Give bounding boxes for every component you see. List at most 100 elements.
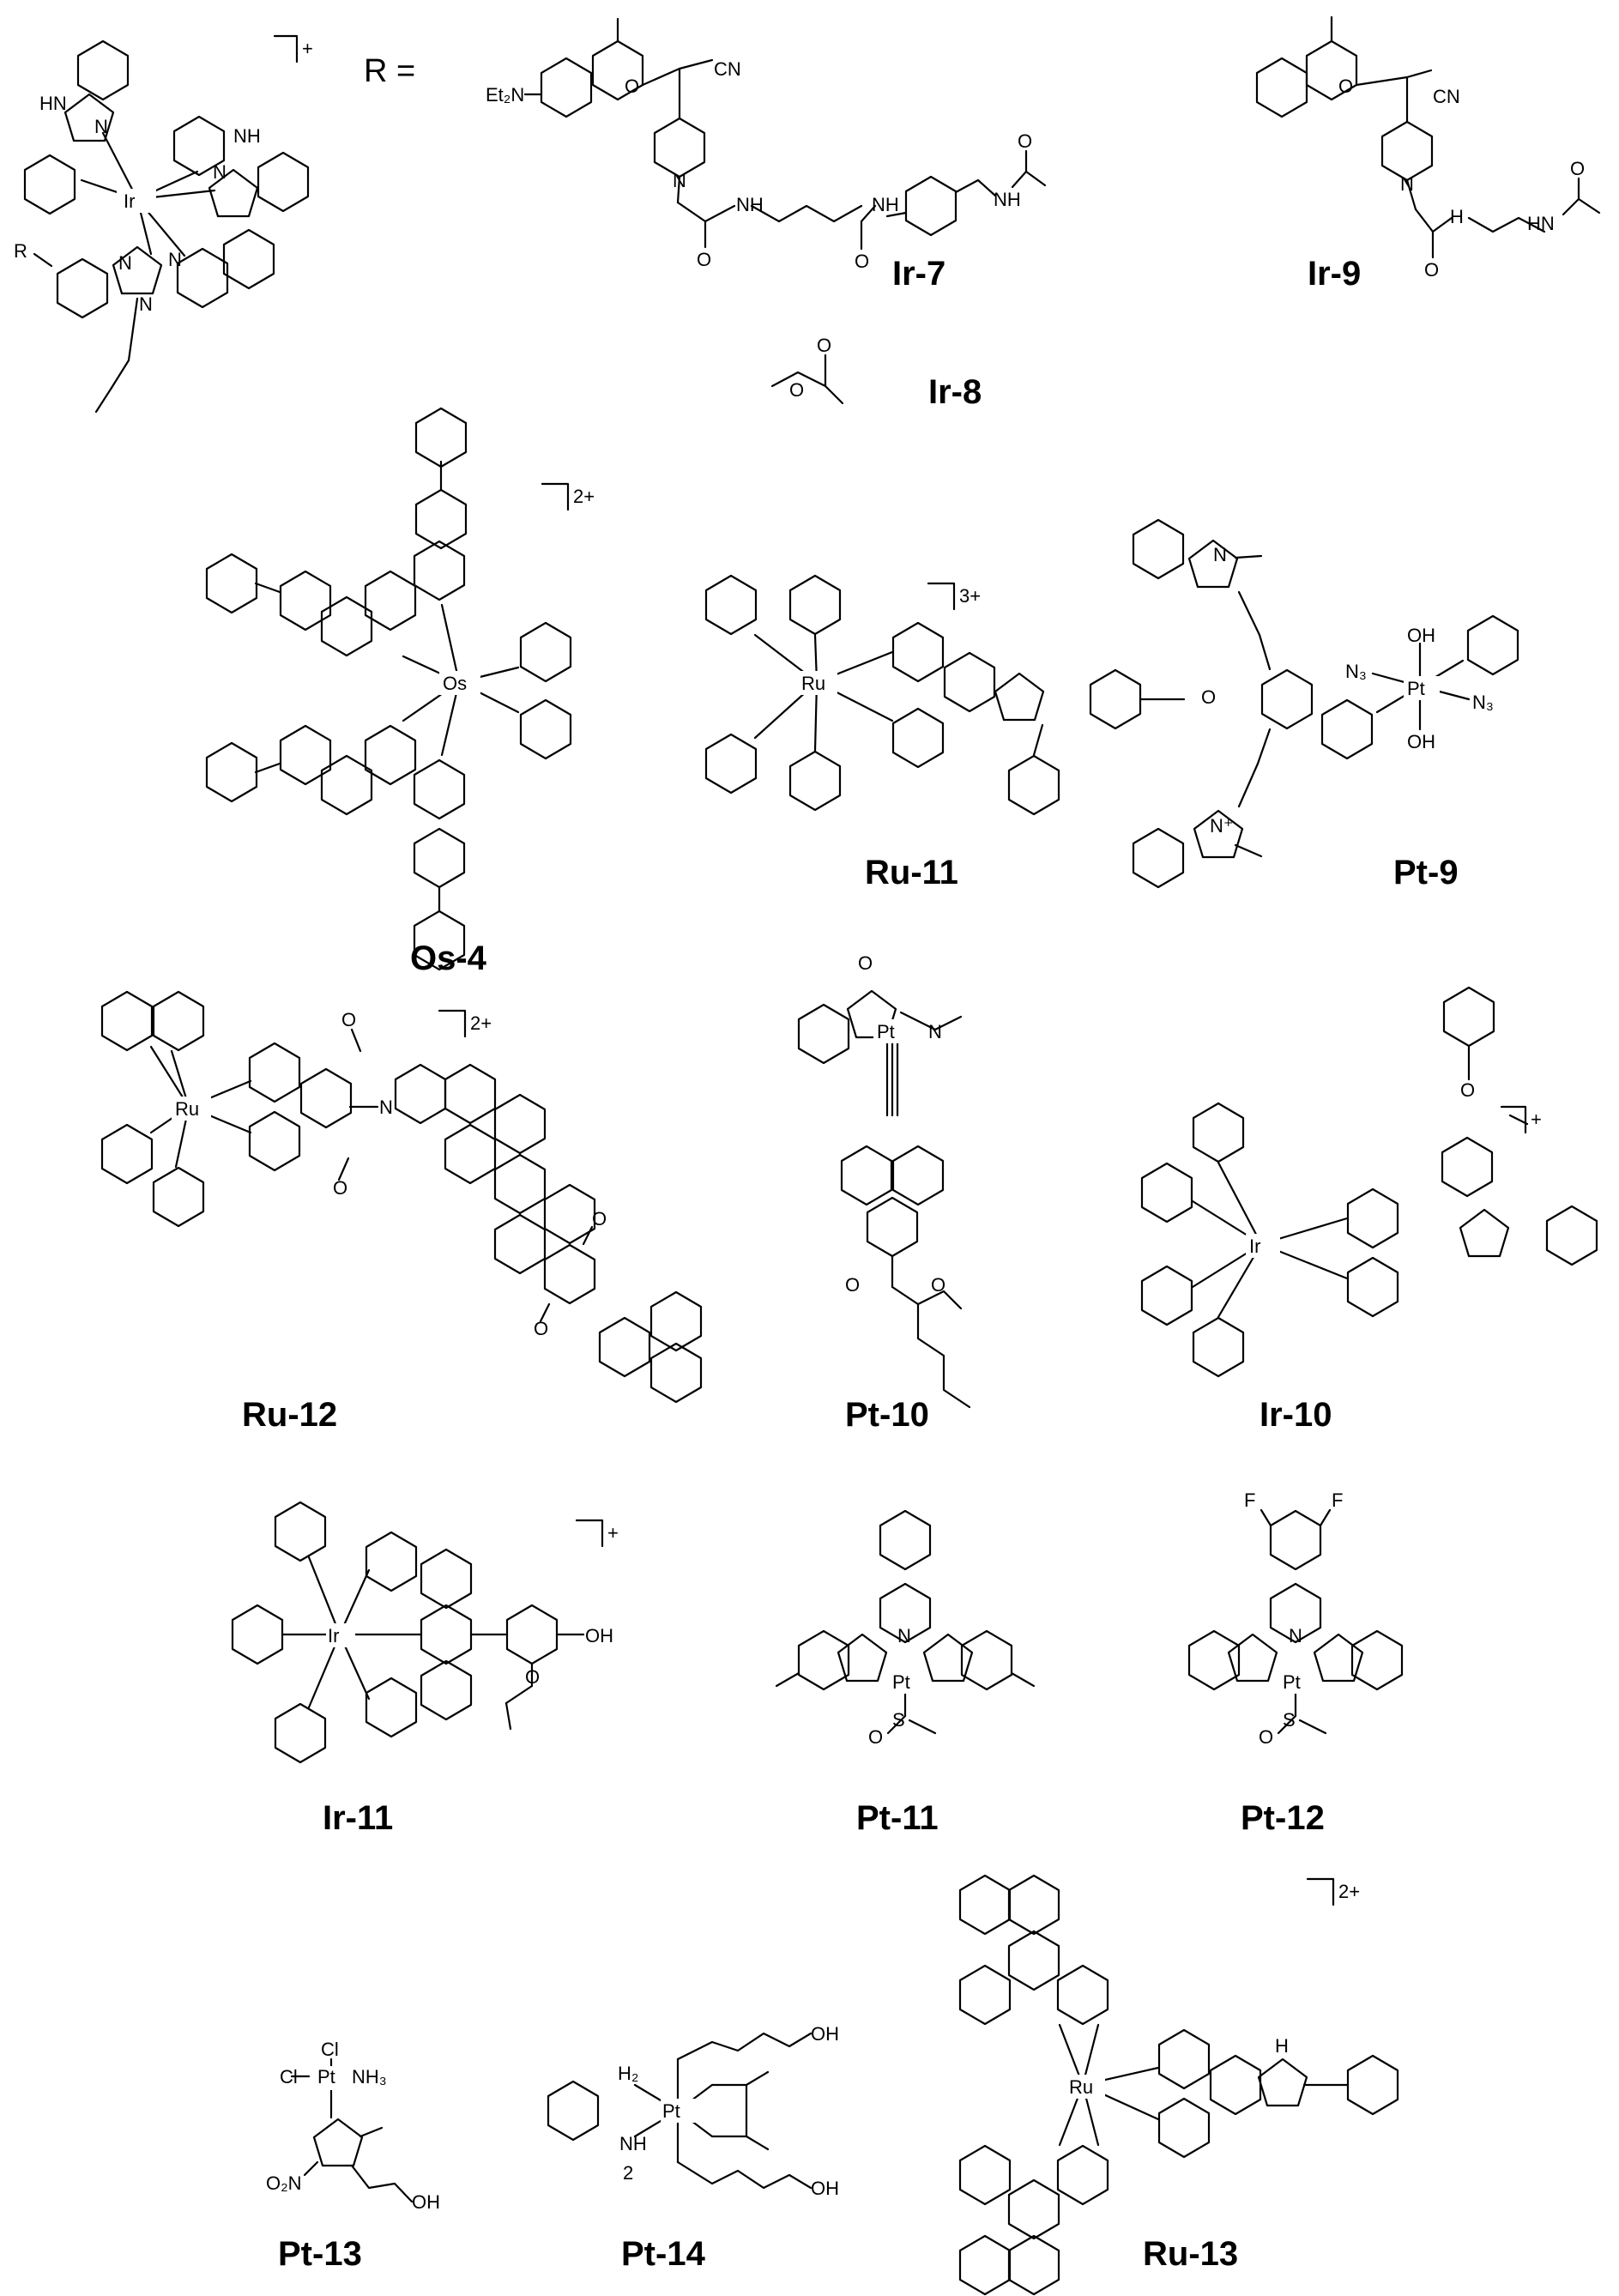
ru-11-structure: Ru O N N⁺ 3+: [704, 518, 1314, 889]
label-pt-13: Pt-13: [278, 2235, 362, 2273]
n-atom-core-2: N: [213, 161, 227, 183]
o-atom-ru11: O: [1201, 686, 1216, 708]
oh-atom-pt14-2: OH: [811, 2178, 839, 2199]
o-atom-ir9: O: [1338, 76, 1353, 97]
cl-atom-pt13-2: Cl: [280, 2066, 298, 2088]
pt-9-structure: Pt OH OH N₃ N₃: [1320, 614, 1519, 760]
n3-atom-pt9-2: N₃: [1472, 692, 1494, 713]
f-atom-pt12-1: F: [1244, 1489, 1255, 1511]
pt-12-structure: Pt N F F S O: [1187, 1489, 1404, 1748]
label-ru-11: Ru-11: [865, 854, 958, 891]
label-os-4: Os-4: [410, 940, 487, 977]
label-pt-12: Pt-12: [1241, 1799, 1325, 1837]
o-atom-ru12-3: O: [592, 1208, 607, 1230]
o-atom-pt11: O: [868, 1726, 883, 1748]
nplus-atom-ru11: N⁺: [1210, 815, 1234, 837]
ir-atom-ir10: Ir: [1249, 1236, 1260, 1257]
pt-atom-pt13: Pt: [317, 2066, 335, 2088]
et2n-label: Et₂N: [486, 84, 524, 106]
charge-ir-11: +: [607, 1522, 619, 1544]
ru-12-structure: Ru N O O O O 2+: [100, 990, 703, 1404]
pt-atom-pt10: Pt: [877, 1021, 895, 1042]
ir-core-structure: Ir HN N NH N N N N R +: [14, 34, 313, 414]
o-atom-ru12-4: O: [534, 1318, 548, 1339]
ir-atom-ir11: Ir: [328, 1625, 339, 1646]
o-atom-ru12-2: O: [333, 1177, 347, 1199]
oh-atom-ir11: OH: [585, 1625, 613, 1646]
nplus-atom-ir7: N: [673, 170, 686, 191]
ir-9-structure: O CN N O H HN O: [1255, 15, 1601, 281]
pt-atom-pt12: Pt: [1283, 1671, 1301, 1693]
n-atom-pt12: N: [1289, 1625, 1302, 1646]
nh-atom-core: NH: [233, 125, 261, 147]
o-atom-ir7: O: [625, 76, 639, 97]
label-ru-13: Ru-13: [1143, 2235, 1238, 2273]
label-pt-14: Pt-14: [621, 2235, 706, 2273]
o-atom-pt10-2: O: [845, 1274, 860, 1296]
h2-atom-pt14-1: H₂: [618, 2063, 638, 2084]
oh-atom-pt9-1: OH: [1407, 625, 1435, 646]
n3-atom-pt9-1: N₃: [1345, 661, 1367, 682]
o-atom-ir11: O: [525, 1666, 540, 1688]
pt-11-structure: Pt N S O: [775, 1509, 1036, 1748]
ru-atom-ru11: Ru: [801, 673, 825, 694]
n-atom-pt10: N: [928, 1021, 942, 1042]
label-pt-10: Pt-10: [845, 1396, 929, 1434]
f-atom-pt12-2: F: [1332, 1489, 1343, 1511]
nh3-atom-pt13: NH₃: [352, 2066, 387, 2088]
label-ir-11: Ir-11: [323, 1799, 393, 1837]
n-atom-ir9: N: [1400, 173, 1414, 195]
r-atom-core: R: [14, 240, 27, 262]
label-ir-7: Ir-7: [892, 255, 945, 293]
charge-ir-core: +: [302, 38, 313, 59]
o-atom-ir7-2: O: [697, 249, 711, 270]
r-equals: R =: [364, 53, 415, 89]
o-atom-ir7-4: O: [1018, 130, 1032, 152]
o-atom-ir10: O: [1460, 1079, 1475, 1101]
os-atom: Os: [443, 673, 467, 694]
charge-ru-13: 2+: [1338, 1881, 1360, 1902]
n-atom-core-3: N: [118, 252, 132, 274]
ir-7-structure: Et₂N O CN N O NH O NH NH O: [486, 17, 1047, 272]
nh-atom-ir7-1: NH: [736, 194, 764, 215]
pt-10-structure: Pt O N O O: [797, 952, 971, 1409]
os-4-structure: Os 2+: [205, 407, 595, 971]
label-ir-10: Ir-10: [1260, 1396, 1332, 1434]
cn-atom-ir9: CN: [1433, 86, 1460, 107]
pt-14-structure: Pt H₂ NH 2 OH OH: [547, 2023, 839, 2199]
ir-atom-core: Ir: [124, 190, 135, 212]
o2n-atom-pt13: O₂N: [266, 2172, 302, 2194]
charge-ru-11: 3+: [959, 585, 981, 607]
label-ru-12: Ru-12: [242, 1396, 337, 1434]
o-atom-pt10-1: O: [858, 952, 873, 974]
o-atom-ir9-2: O: [1424, 259, 1439, 281]
ru-atom-ru13: Ru: [1069, 2076, 1093, 2098]
o-atom-ir7-3: O: [855, 251, 869, 272]
pt-atom-pt14: Pt: [662, 2100, 680, 2122]
hn-atom-core: HN: [39, 93, 67, 114]
o-atom-pt10-3: O: [931, 1274, 945, 1296]
label-pt-11: Pt-11: [856, 1799, 939, 1837]
oh-atom-pt14-1: OH: [811, 2023, 839, 2045]
oh-atom-pt9-2: OH: [1407, 731, 1435, 752]
label-ir-9: Ir-9: [1308, 255, 1361, 293]
n-atom-ru11-1: N: [1213, 544, 1227, 565]
hn-atom-ir9: HN: [1527, 213, 1555, 234]
nh-atom-pt14: NH: [619, 2133, 647, 2154]
n-atom-core-4: N: [168, 249, 182, 270]
ru-13-structure: Ru H 2+: [958, 1874, 1399, 2296]
h-sub2-pt14: 2: [623, 2162, 633, 2184]
nh-atom-ir9: H: [1450, 206, 1464, 227]
n-atom-core-1: N: [94, 116, 108, 137]
o-atom-ru12-1: O: [341, 1009, 356, 1030]
n-atom-ru12-imide-1: N: [379, 1097, 393, 1118]
cl-atom-pt13-1: Cl: [321, 2039, 339, 2060]
nh-atom-ir7-3: NH: [994, 189, 1021, 210]
ir-10-structure: Ir O +: [1140, 986, 1598, 1378]
nh-atom-ir7-2: NH: [872, 194, 899, 215]
oh-atom-pt13: OH: [412, 2191, 440, 2213]
pt-atom-pt11: Pt: [892, 1671, 910, 1693]
charge-ru-12: 2+: [470, 1012, 492, 1034]
s-atom-pt11: S: [892, 1709, 905, 1731]
h-atom-ru13: H: [1275, 2035, 1289, 2057]
